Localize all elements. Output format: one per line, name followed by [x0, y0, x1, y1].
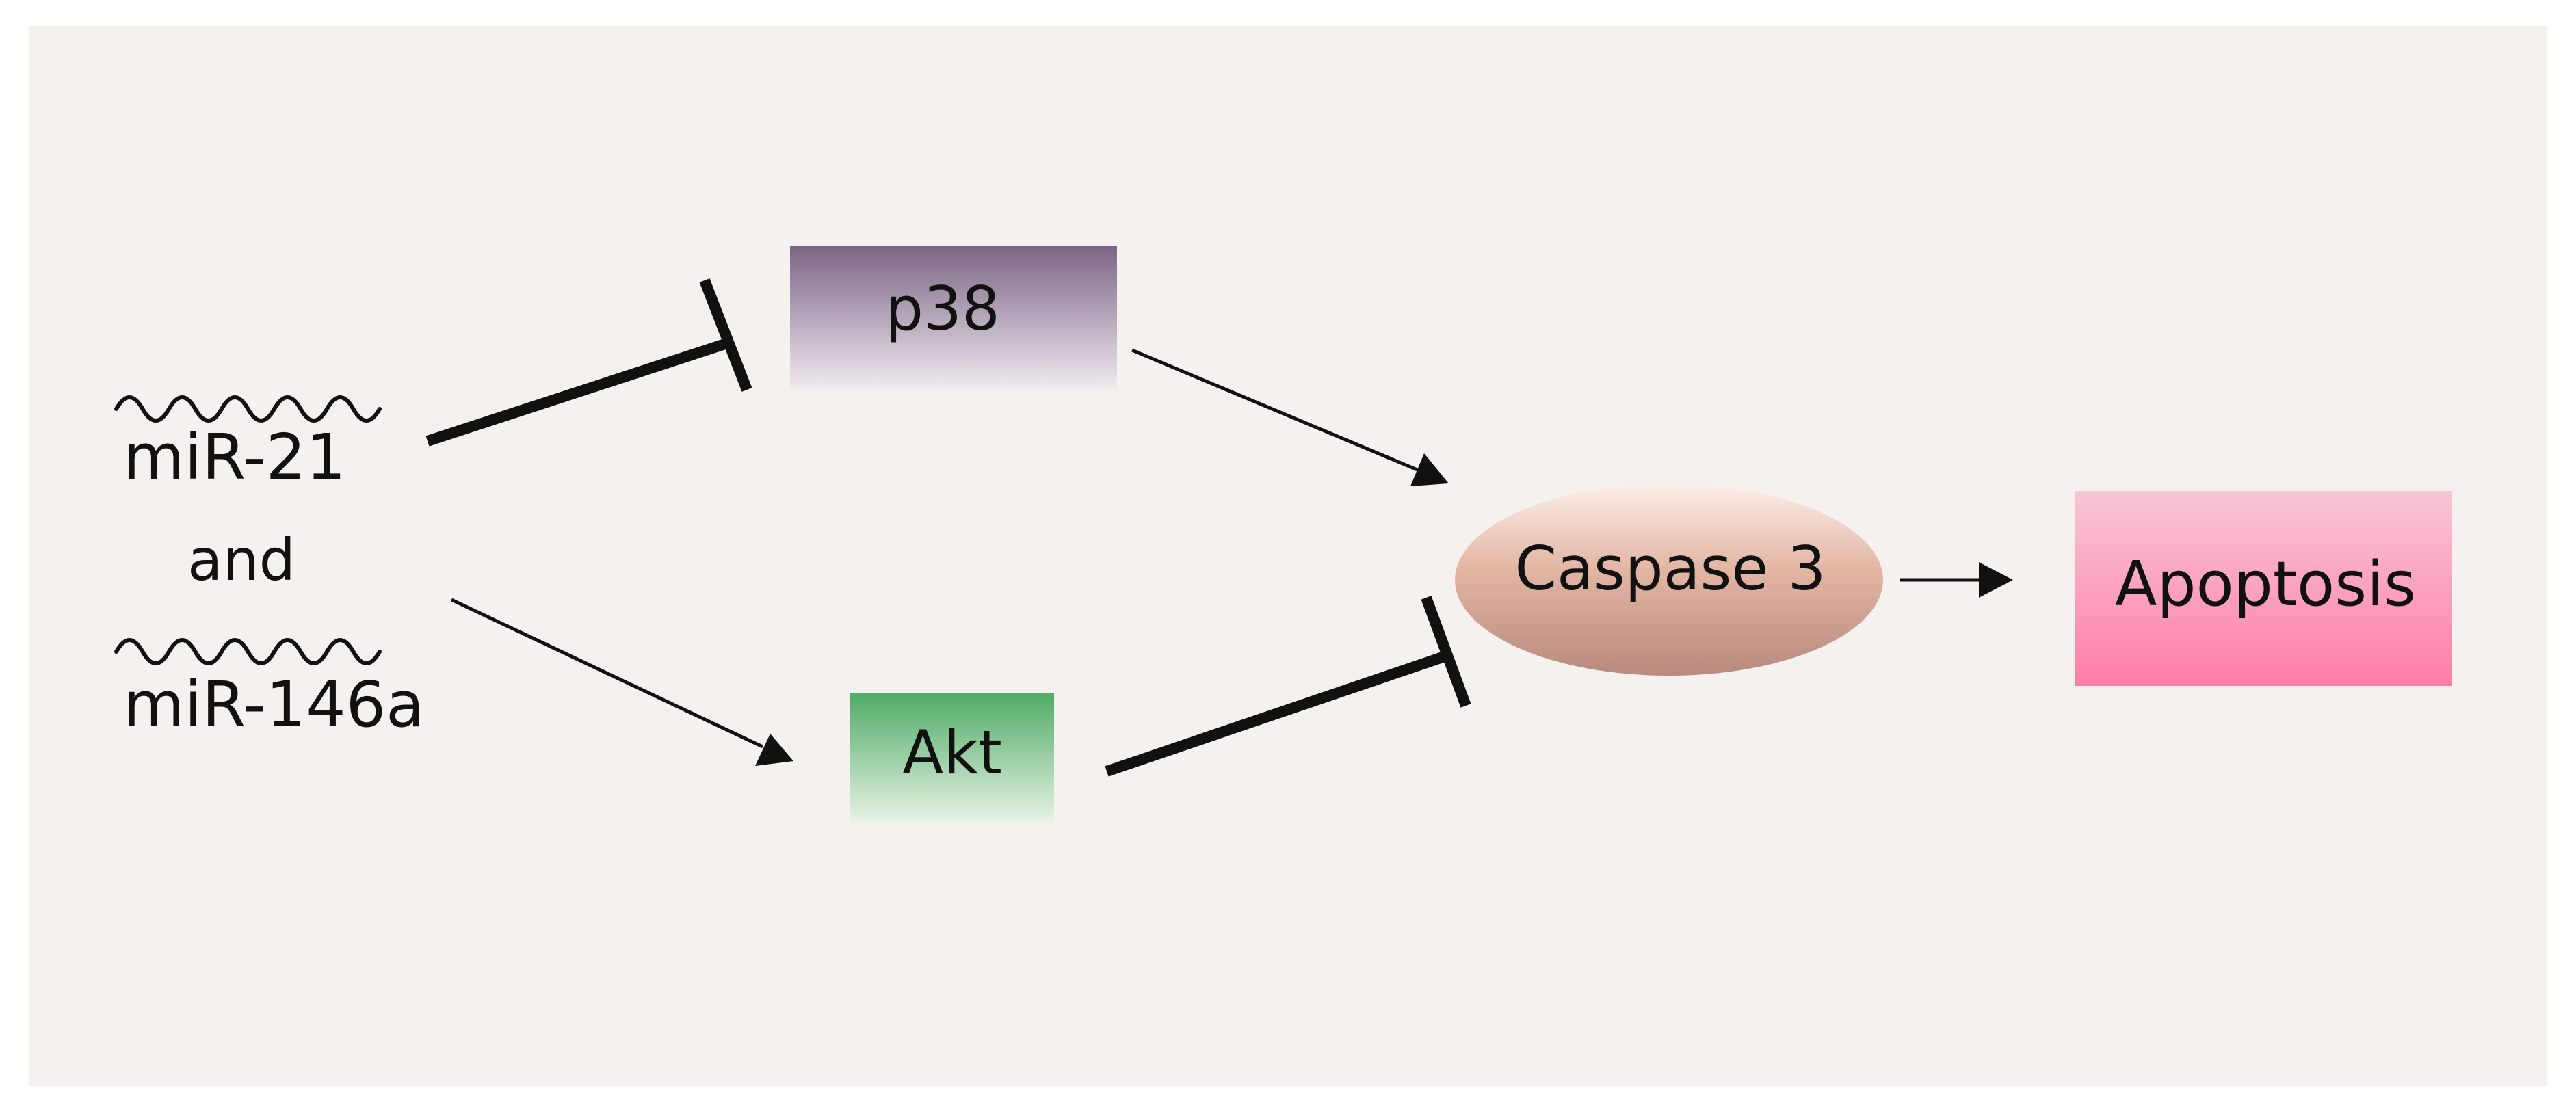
caspase3-node: [1455, 484, 1883, 676]
akt-node: [850, 693, 1054, 823]
caspase3-label: Caspase 3: [1515, 533, 1826, 604]
mir146a-label: miR-146a: [123, 668, 425, 741]
apoptosis-label: Apoptosis: [2115, 548, 2416, 620]
edge-mirna-inhibits-p38: [425, 278, 752, 447]
edge-mirna-activates-akt: [450, 598, 793, 766]
mir21-label: miR-21: [123, 421, 346, 494]
edge-akt-inhibits-caspase3: [1105, 596, 1471, 777]
mirna-strand-icon: [114, 638, 382, 665]
and-label: and: [187, 527, 295, 594]
apoptosis-node: [2075, 491, 2452, 686]
edge-caspase3-activates-apoptosis: [1900, 562, 2013, 598]
akt-label: Akt: [902, 717, 1002, 788]
p38-node: [790, 246, 1117, 390]
mirna-strand-icon: [114, 395, 382, 423]
p38-label: p38: [885, 274, 1000, 344]
edge-p38-activates-caspase3: [1131, 348, 1449, 486]
